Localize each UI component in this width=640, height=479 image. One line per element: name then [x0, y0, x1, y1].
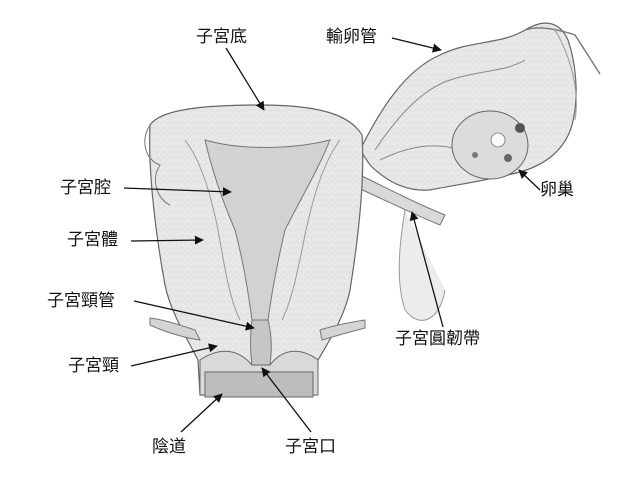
label-ovary: 卵巢	[540, 180, 574, 200]
leader-canal	[133, 300, 255, 331]
leader-body	[130, 235, 204, 245]
label-fallopian-tube: 輸卵管	[326, 27, 377, 47]
leader-cavity	[123, 187, 232, 197]
leader-vagina	[180, 393, 223, 433]
label-cervix: 子宮頸	[68, 356, 119, 376]
label-cervical-canal: 子宮頸管	[47, 291, 115, 311]
leader-fundus	[225, 47, 265, 111]
leader-ovary	[518, 169, 541, 191]
label-round-ligament: 子宮圓韌帶	[395, 329, 480, 349]
vagina-shape	[204, 371, 314, 398]
label-uterine-cavity: 子宮腔	[60, 178, 111, 198]
label-vagina: 陰道	[152, 437, 186, 457]
ovary-shape	[451, 110, 529, 180]
label-fundus: 子宮底	[196, 27, 247, 47]
leader-os	[261, 367, 312, 433]
uterus-body-shape	[144, 104, 366, 398]
leader-tube	[391, 37, 442, 53]
label-uterine-body: 子宮體	[67, 230, 118, 250]
label-external-os: 子宮口	[285, 437, 336, 457]
fallopian-tube-and-ovary	[357, 22, 601, 321]
uterine-cavity-shape	[204, 139, 331, 321]
leader-cervix	[130, 343, 218, 367]
leader-lines	[123, 37, 541, 433]
leader-ligament	[409, 211, 444, 328]
